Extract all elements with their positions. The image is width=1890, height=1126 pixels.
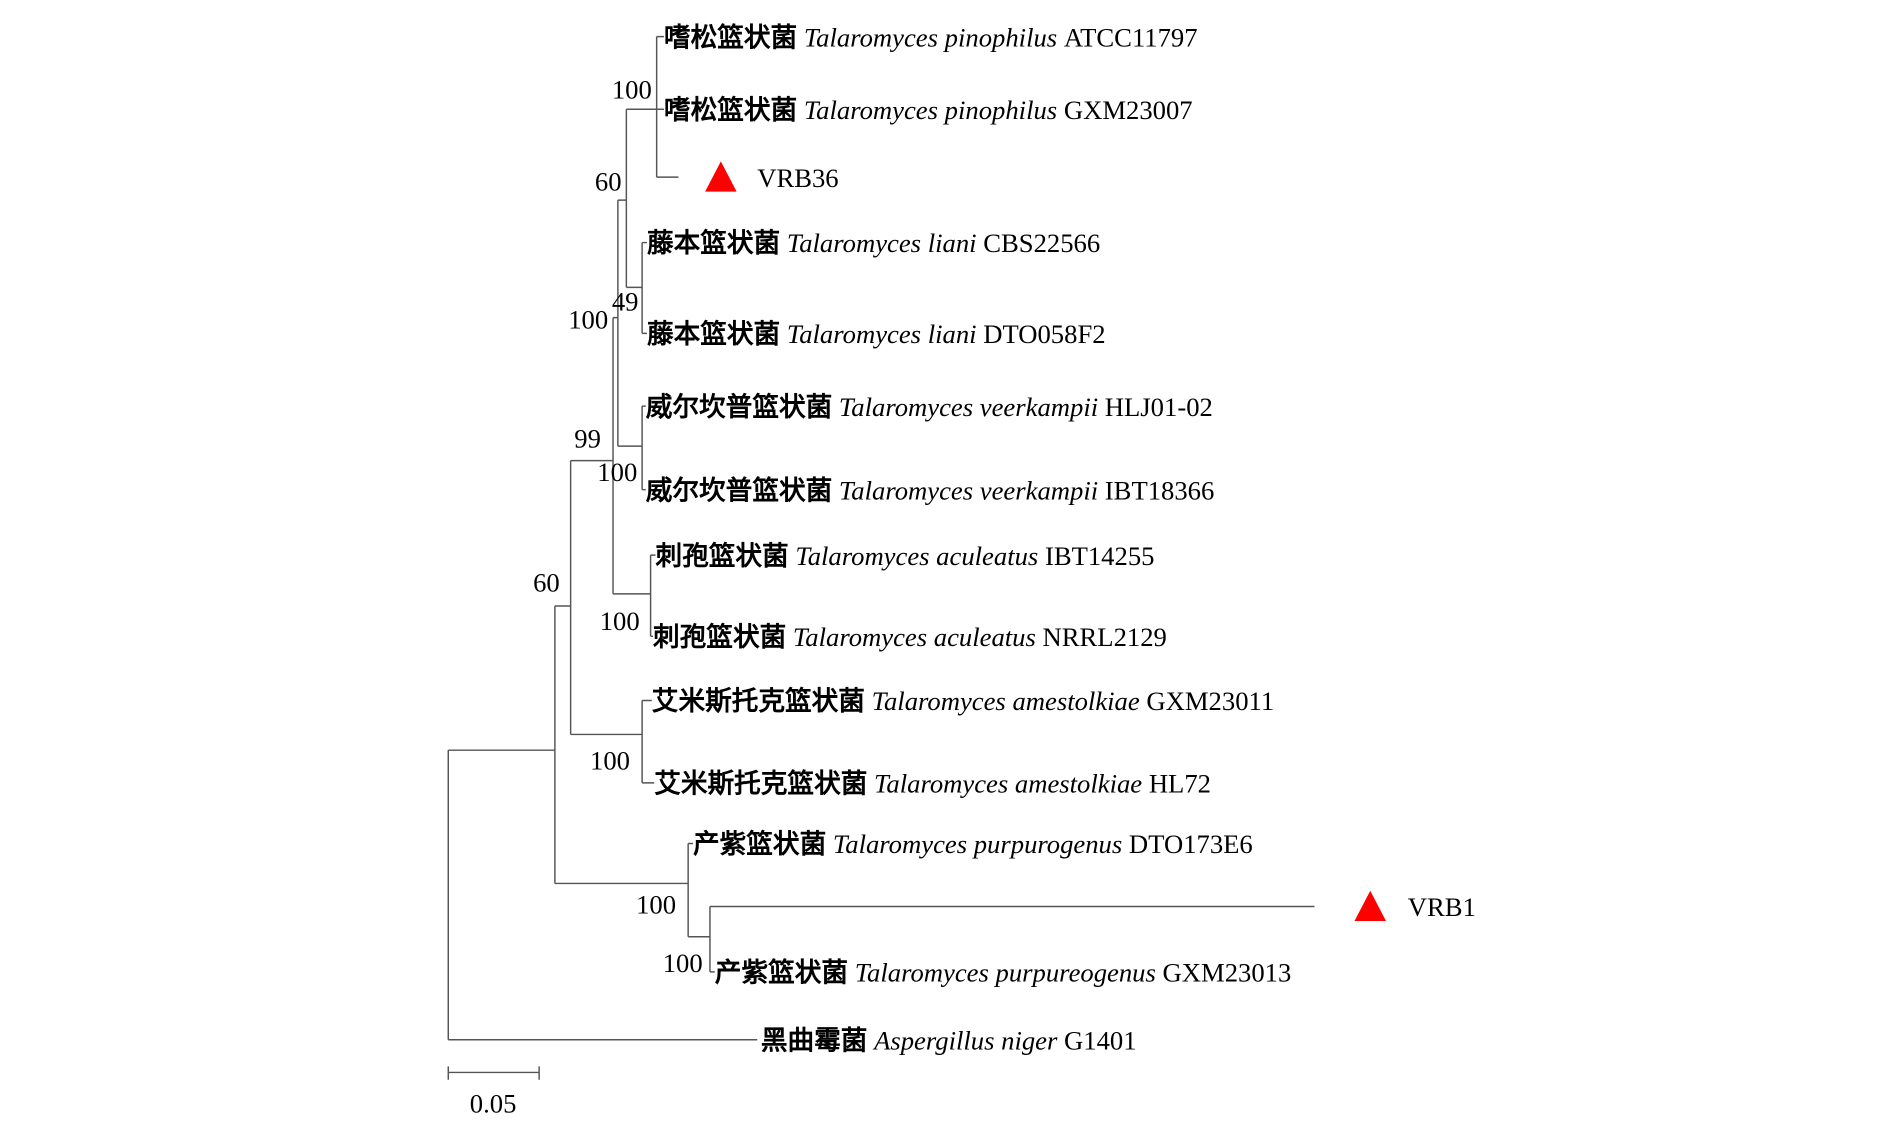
scale-bar: 0.05: [447, 1066, 540, 1118]
red-triangle-marker-icon: [705, 161, 737, 192]
branch-node-aculeatus: [649, 554, 656, 638]
bootstrap-value: 100: [636, 890, 676, 920]
branch-node-f: [612, 316, 651, 595]
leaf-label: 嗜松篮状菌 Talaromyces pinophilus ATCC11797: [664, 22, 1198, 52]
leaf-label: 藤本篮状菌 Talaromyces liani DTO058F2: [647, 319, 1106, 349]
leaf-label: 威尔坎普篮状菌 Talaromyces veerkampii HLJ01-02: [646, 392, 1213, 422]
leaf-label-vrb36: VRB36: [757, 163, 838, 193]
branch-node-purpurogenus: [687, 842, 710, 938]
leaf-label: 威尔坎普篮状菌 Talaromyces veerkampii IBT18366: [646, 475, 1215, 505]
bootstrap-value: 100: [590, 746, 630, 776]
bootstrap-value: 100: [597, 457, 637, 487]
bootstrap-value: 99: [574, 423, 601, 453]
leaf-labels: 嗜松篮状菌 Talaromyces pinophilus ATCC11797 嗜…: [646, 22, 1476, 1055]
branch-node-h: [569, 459, 643, 736]
leaf-label: 藤本篮状菌 Talaromyces liani CBS22566: [647, 228, 1100, 258]
red-triangle-marker-icon: [1354, 890, 1386, 922]
leaf-label: 嗜松篮状菌 Talaromyces pinophilus GXM23007: [664, 95, 1193, 125]
leaf-label: 刺孢篮状菌 Talaromyces aculeatus IBT14255: [655, 541, 1154, 571]
bootstrap-value: 49: [612, 286, 639, 316]
leaf-label: 刺孢篮状菌 Talaromyces aculeatus NRRL2129: [653, 622, 1167, 652]
branch-node-j: [554, 605, 689, 885]
branches: [447, 35, 1315, 1041]
branch-node-vrb1: [709, 905, 1315, 973]
bootstrap-value: 100: [612, 74, 652, 104]
bootstrap-value: 100: [600, 606, 640, 636]
leaf-label: 艾米斯托克篮状菌 Talaromyces amestolkiae HL72: [654, 769, 1211, 799]
branch-node-amestolkiae: [641, 699, 655, 784]
scale-bar-line: [447, 1066, 540, 1080]
bootstrap-value: 100: [568, 305, 608, 335]
leaf-label: 产紫篮状菌 Talaromyces purpurogenus DTO173E6: [693, 829, 1253, 859]
branch-node-a: [655, 35, 679, 178]
leaf-label-vrb1: VRB1: [1408, 892, 1476, 922]
branch-node-b: [625, 108, 657, 289]
branch-node-liani: [641, 241, 647, 335]
bootstrap-value: 60: [595, 166, 622, 196]
bootstrap-value: 100: [663, 948, 703, 978]
scale-bar-label: 0.05: [470, 1088, 517, 1118]
leaf-label: 艾米斯托克篮状菌 Talaromyces amestolkiae GXM2301…: [652, 686, 1274, 716]
branch-root: [447, 749, 758, 1041]
branch-node-d: [617, 199, 643, 447]
leaf-label: 产紫篮状菌 Talaromyces purpureogenus GXM23013: [715, 958, 1292, 988]
bootstrap-values: 100 60 49 100 99 100 100 60 100 100 100: [533, 74, 703, 978]
bootstrap-value: 60: [533, 567, 560, 597]
leaf-label-outgroup: 黑曲霉菌 Aspergillus niger G1401: [761, 1025, 1137, 1055]
branch-node-veerkampii: [641, 405, 646, 491]
